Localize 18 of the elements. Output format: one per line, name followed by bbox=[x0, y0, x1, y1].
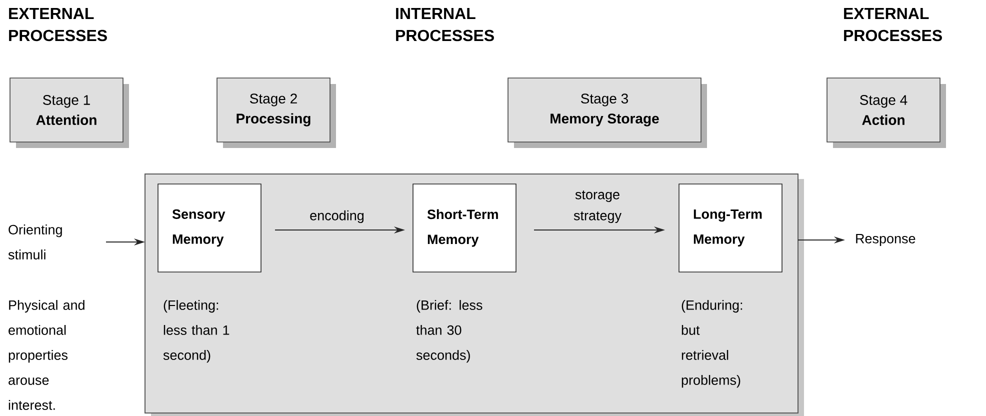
stage-box: Stage 4 Action bbox=[826, 78, 946, 148]
section-heading: EXTERNAL PROCESSES bbox=[844, 8, 942, 42]
duration-note: (Enduring: but retrieval problems) bbox=[682, 300, 742, 388]
edge-label: storage strategy bbox=[574, 190, 622, 223]
section-heading: INTERNAL PROCESSES bbox=[396, 8, 494, 42]
note-text: Physical and emotional properties arouse interest. bbox=[8, 300, 84, 410]
stage-box: Stage 1 Attention bbox=[10, 78, 129, 148]
section-heading: EXTERNAL PROCESSES bbox=[9, 8, 107, 42]
duration-note: (Brief: less than 30 seconds) bbox=[416, 300, 482, 363]
edge-label: encoding bbox=[310, 210, 364, 223]
stage-box: Stage 2 Processing bbox=[216, 78, 336, 148]
memory-box: Long-Term Memory bbox=[678, 184, 782, 272]
duration-note: (Fleeting: less than 1 second) bbox=[163, 300, 230, 363]
memory-box: Short-Term Memory bbox=[412, 184, 516, 272]
memory-box: Sensory Memory bbox=[158, 184, 262, 272]
flow-text: Orienting stimuli bbox=[8, 224, 62, 260]
flow-text: Response bbox=[856, 234, 916, 246]
stage-box: Stage 3 Memory Storage bbox=[508, 78, 707, 148]
